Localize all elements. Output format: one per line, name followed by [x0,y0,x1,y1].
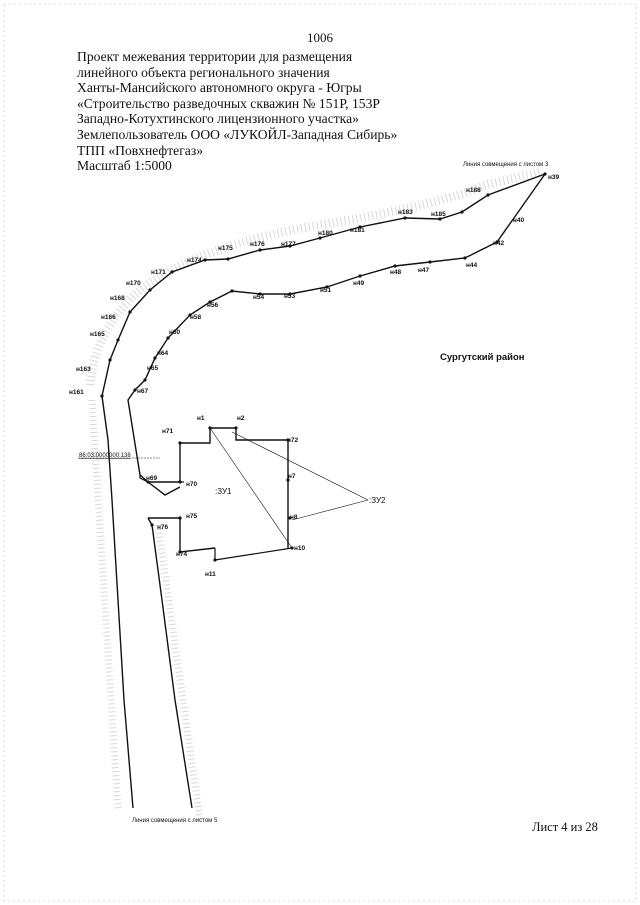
branch-edge [179,518,216,553]
point-label: н183 [398,209,413,216]
point-label: н10 [294,545,306,552]
point-label: н74 [176,551,188,558]
title-line: Ханты-Мансийского автономного округа - Ю… [77,80,362,96]
point-label: н75 [186,513,198,520]
district-label: Сургутский район [440,352,525,363]
point-label: н47 [418,267,430,274]
point-label: н7 [288,473,296,480]
point-label: н170 [126,280,141,287]
point-label: н168 [110,295,125,302]
zu2-leader [291,499,369,521]
point-label: н54 [253,294,265,301]
point-label: н49 [353,280,365,287]
sheet-border [3,3,637,902]
point-label: н69 [146,475,158,482]
sheet-number: Лист 4 из 28 [532,820,598,834]
point-label: н2 [237,415,245,422]
point-label: н71 [162,428,174,435]
point-label: н64 [157,350,169,357]
point-label: н176 [250,241,265,248]
title-line: ТПП «Повхнефтегаз» [77,142,203,158]
point-label: н166 [101,314,116,321]
zu2-diagonal [209,427,293,549]
title-line: линейного объекта регионального значения [77,64,330,80]
corridor-lower-right [147,517,193,809]
point-label: н60 [169,329,181,336]
corridor-lower-left [101,395,134,809]
point-label: н51 [320,287,332,294]
match-line-bottom-label: Линия совмещения с листом 5 [132,818,218,824]
point-label: н56 [207,302,219,309]
point-label: н188 [466,187,481,194]
point-label: н163 [76,366,91,373]
point-label: н11 [205,571,216,578]
zu2-label: :ЗУ2 [369,496,386,505]
title-line: Проект межевания территории для размещен… [77,49,353,64]
corridor-inner-boundary [127,241,498,496]
title-block: Проект межевания территории для размещен… [77,49,457,174]
point-label: н67 [137,388,149,395]
point-label: н177 [281,241,296,248]
page-number: 1006 [307,30,333,45]
point-label: н76 [157,524,169,531]
map-scale: Масштаб 1:5000 [77,158,172,174]
point-label: н181 [350,227,365,234]
match-line-top-label: Линия совмещения с листом 3 [463,162,549,168]
point-label: н171 [151,269,166,276]
vertex-points [100,172,547,562]
corridor-inner-boundary [496,173,546,243]
point-label: н70 [186,481,198,488]
point-label: н42 [493,240,505,247]
point-label: н44 [466,262,478,269]
point-label: н180 [318,230,333,237]
point-label: н58 [190,314,202,321]
zu1-label: :ЗУ1 [215,487,232,496]
point-label: н175 [218,245,233,252]
point-label: н8 [290,514,298,521]
title-line: «Строительство разведочных скважин № 151… [77,95,380,111]
corridor-shoulder [154,524,204,821]
point-label: н165 [90,331,105,338]
point-label: н40 [513,217,525,224]
point-label: н174 [187,257,202,264]
point-label: н185 [431,211,446,218]
corridor-shoulder [88,399,122,811]
zu2-leader [231,431,369,501]
point-label: н1 [197,415,205,422]
point-label: н65 [147,365,159,372]
point-label: н39 [548,174,560,181]
point-label: н53 [284,293,296,300]
zu2-boundary [214,547,293,561]
cadastral-number: 86:03:0000000:138 [79,453,131,459]
point-label: н72 [287,437,299,444]
point-label: н161 [69,389,84,396]
point-label: н48 [390,269,402,276]
title-line: Западно-Котухтинского лицензионного учас… [77,111,359,127]
title-line: Землепользователь ООО «ЛУКОЙЛ-Западная С… [77,126,398,142]
